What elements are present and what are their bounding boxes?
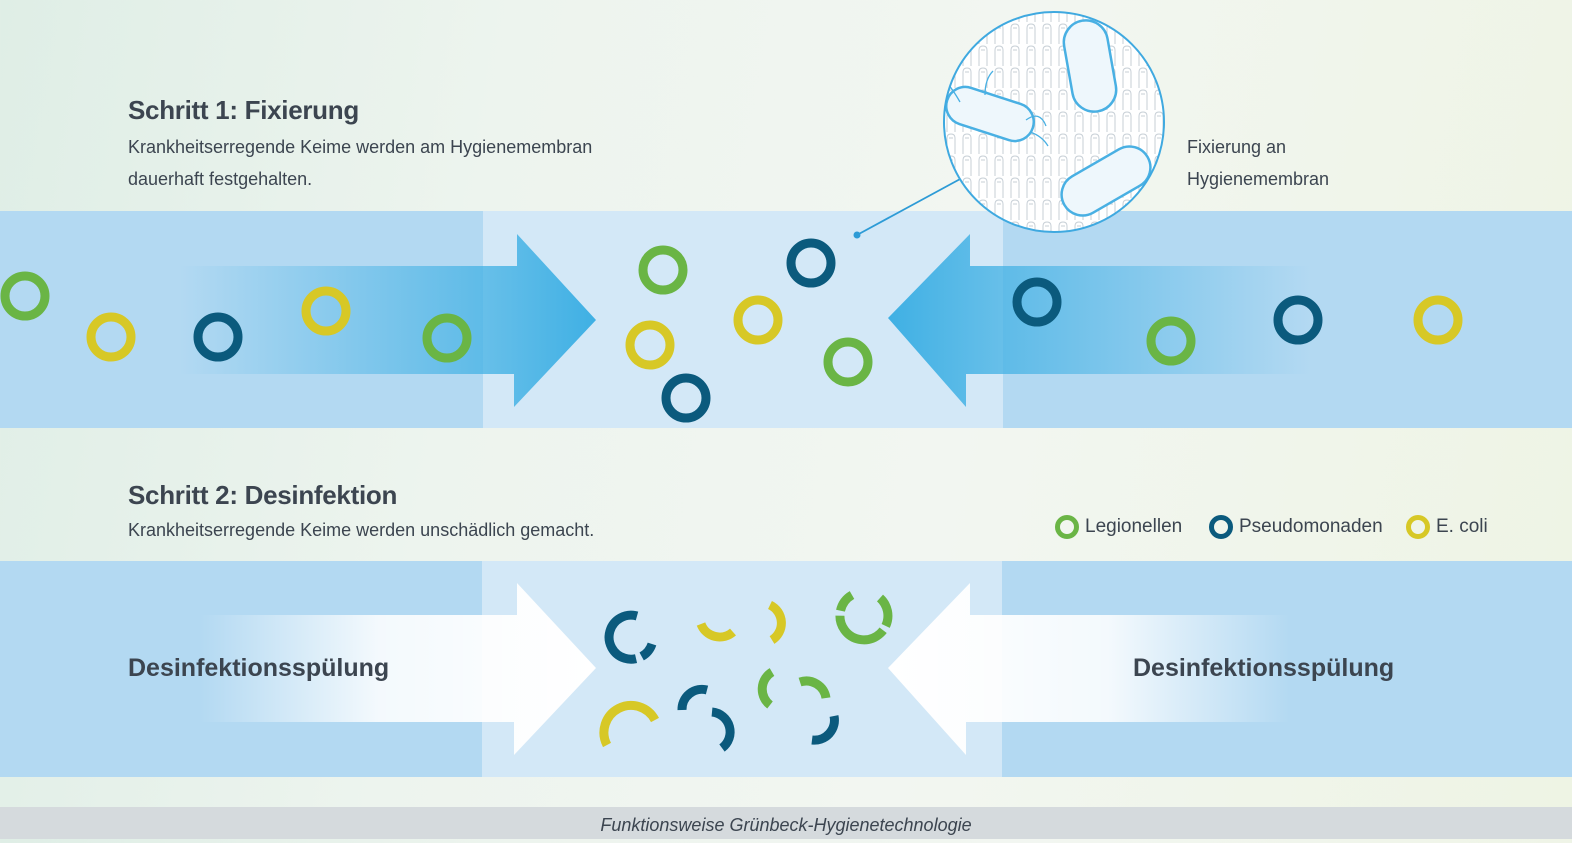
broken-ecoli-icon [696, 622, 736, 642]
step1-description-line2: dauerhaft festgehalten. [128, 169, 313, 189]
legionellen-icon [0, 271, 50, 321]
callout-label: Fixierung an Hygienemembran [1187, 131, 1329, 195]
step1-title: Schritt 1: Fixierung [128, 95, 359, 125]
broken-legionellen-icon [835, 591, 893, 645]
broken-legionellen-icon [757, 668, 775, 709]
inflow-arrow-left [180, 234, 596, 407]
inflow-arrow-right [888, 234, 1310, 407]
legionellen-icon [1146, 316, 1196, 366]
broken-pseudomonaden-icon [604, 610, 657, 664]
ecoli-icon [625, 320, 675, 370]
footer-caption: Funktionsweise Grünbeck-Hygienetechnolog… [0, 807, 1572, 839]
legend-ring-icon [1055, 515, 1079, 539]
step2-title: Schritt 2: Desinfektion [128, 480, 398, 510]
broken-pseudomonaden-icon [677, 684, 709, 711]
ecoli-icon [733, 295, 783, 345]
ecoli-icon [1413, 295, 1463, 345]
pseudomonaden-icon [1273, 295, 1323, 345]
membrane-magnifier-icon [943, 11, 1165, 233]
pseudomonaden-icon [193, 312, 243, 362]
bacterium-icon [1060, 145, 1152, 217]
legend-label: Legionellen [1085, 516, 1183, 537]
legionellen-icon [638, 245, 688, 295]
pseudomonaden-icon [1012, 277, 1062, 327]
pseudomonaden-icon [786, 238, 836, 288]
flush-label-left: Desinfektionsspülung [128, 654, 390, 682]
callout-label-line2: Hygienemembran [1187, 169, 1330, 189]
legionellen-icon [422, 313, 472, 363]
flush-arrow-right [888, 583, 1290, 755]
broken-pseudomonaden-icon [711, 707, 735, 752]
ecoli-icon [86, 312, 136, 362]
legend-item-pseudomonaden: Pseudomonaden [1209, 515, 1383, 539]
callout-pointer [853, 177, 963, 239]
step2-description: Krankheitserregende Keime werden unschäd… [128, 520, 595, 540]
legionellen-icon [823, 337, 873, 387]
broken-ecoli-icon [767, 600, 786, 644]
broken-ecoli-icon [599, 700, 659, 748]
ecoli-icon [301, 286, 351, 336]
callout-label-line1: Fixierung an [1187, 137, 1287, 157]
legend-item-ecoli: E. coli [1406, 515, 1488, 539]
legend-ring-icon [1209, 515, 1233, 539]
flush-label-right: Desinfektionsspülung [1133, 654, 1395, 682]
legend-label: E. coli [1436, 516, 1488, 537]
legend-ring-icon [1406, 515, 1430, 539]
step1-description: Krankheitserregende Keime werden am Hygi… [128, 131, 592, 195]
germs-destroyed [599, 591, 893, 752]
pseudomonaden-icon [661, 373, 711, 423]
step1-description-line1: Krankheitserregende Keime werden am Hygi… [128, 137, 593, 157]
germs-fixation [0, 238, 1463, 423]
legend-label: Pseudomonaden [1239, 516, 1383, 537]
flush-arrow-left [200, 583, 596, 755]
broken-pseudomonaden-icon [811, 715, 839, 745]
bacterium-icon [1062, 19, 1118, 113]
broken-legionellen-icon [798, 676, 831, 700]
legend-item-legionellen: Legionellen [1055, 515, 1182, 539]
